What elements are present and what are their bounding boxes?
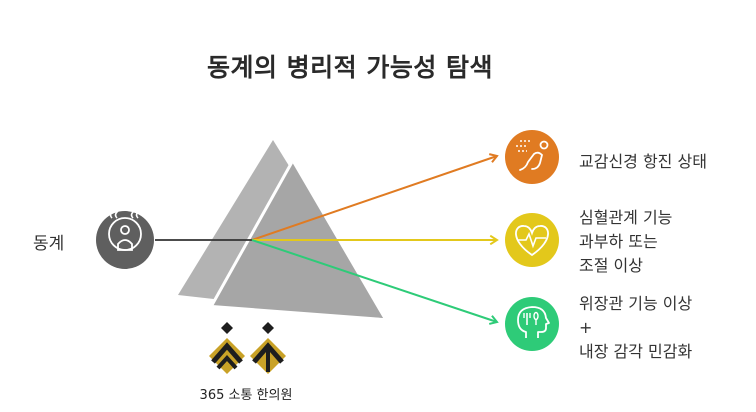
output-line: 과부하 또는 (579, 232, 658, 251)
beam-sympathetic-arrowhead (488, 153, 499, 163)
page-title: 동계의 병리적 가능성 탐색 (206, 53, 494, 82)
beam-sympathetic (251, 155, 498, 241)
beam-gastrointestinal-arrowhead (488, 315, 499, 325)
logo (196, 312, 296, 382)
beam-cardiovascular-arrowhead (489, 234, 499, 246)
output-line: + (579, 318, 593, 337)
output-line: 심혈관계 기능 (579, 208, 673, 227)
output-line: 조절 이상 (579, 256, 643, 275)
beam-gastrointestinal (251, 239, 498, 323)
output-label-sympathetic: 교감신경 항진 상태 (579, 150, 707, 174)
output-line: 내장 감각 민감화 (579, 342, 693, 361)
person-steam-icon (96, 205, 154, 269)
output-line: 위장관 기능 이상 (579, 294, 693, 313)
input-label: 동계 (33, 234, 65, 254)
output-label-cardiovascular: 심혈관계 기능 과부하 또는 조절 이상 (579, 206, 672, 278)
logo-text: 365 소통 한의원 (199, 388, 293, 403)
output-line: 교감신경 항진 상태 (579, 152, 707, 171)
prism-edge (210, 161, 294, 306)
heart-pulse-icon (505, 213, 559, 267)
head-utensils-icon (505, 297, 559, 351)
exercise-figure-icon (505, 130, 559, 184)
output-label-gastrointestinal: 위장관 기능 이상 + 내장 감각 민감화 (579, 292, 692, 364)
